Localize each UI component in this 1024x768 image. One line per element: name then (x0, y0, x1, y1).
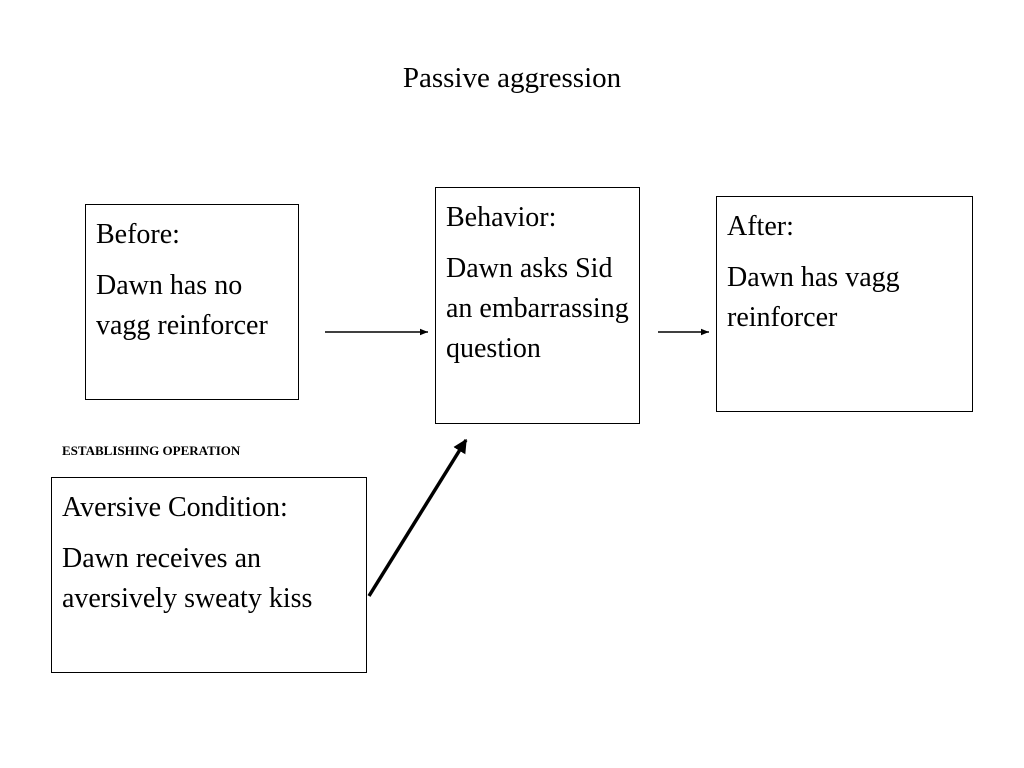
before-heading: Before: (96, 219, 180, 250)
aversive-heading: Aversive Condition: (62, 492, 288, 523)
aversive-condition-box: Aversive Condition: Dawn receives an ave… (51, 477, 367, 673)
before-box: Before: Dawn has no vagg reinforcer (85, 204, 299, 400)
after-heading: After: (727, 211, 794, 242)
aversive-text: Dawn receives an aversively sweaty kiss (62, 543, 313, 614)
after-text: Dawn has vagg reinforcer (727, 262, 900, 333)
after-box: After: Dawn has vagg reinforcer (716, 196, 973, 412)
diagram-title: Passive aggression (402, 62, 622, 94)
behavior-text: Dawn asks Sid an embarrassing question (446, 253, 629, 364)
behavior-box: Behavior: Dawn asks Sid an embarrassing … (435, 187, 640, 424)
aversive-to-behavior-arrow (367, 438, 468, 597)
before-text: Dawn has no vagg reinforcer (96, 270, 268, 341)
behavior-heading: Behavior: (446, 202, 557, 233)
establishing-operation-label: ESTABLISHING OPERATION (62, 443, 241, 458)
